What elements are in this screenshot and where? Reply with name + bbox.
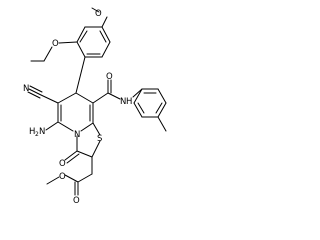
ester-carbonyl-oxygen: O [73, 196, 80, 206]
top-methoxy [91, 7, 108, 28]
cyano-nitrogen: N [23, 84, 29, 94]
amino-nitrogen: N [39, 127, 45, 137]
tolyl-ring [132, 88, 167, 132]
lactam-oxygen: O [59, 159, 66, 169]
molecule-structure: O O N O N H H 2 N N S O O O [0, 0, 177, 208]
structure-svg: O O N O N H H 2 N N S O O O [23, 7, 167, 206]
dimethoxyphenyl-ring [76, 26, 111, 58]
top-methoxy-oxygen: O [95, 9, 102, 19]
left-methoxy-oxygen: O [52, 39, 59, 49]
thiazolidinone-ring [64, 122, 101, 164]
amide-group [92, 79, 121, 104]
ester-side-chain [46, 156, 93, 196]
cyano-group [27, 85, 59, 104]
amino-subscript: 2 [35, 131, 39, 138]
pyrimidine-ring [57, 92, 94, 132]
amino-hydrogen: H [29, 127, 35, 137]
amide-nitrogen: N [120, 97, 126, 107]
amide-oxygen: O [106, 72, 113, 82]
ester-oxygen: O [59, 172, 66, 182]
amino-group [45, 121, 59, 131]
amide-hydrogen: H [126, 97, 132, 107]
aryl-link-bond [75, 56, 86, 94]
ring-sulfur: S [97, 134, 102, 144]
left-methoxy [30, 41, 78, 62]
ring-nitrogen: N [74, 130, 80, 140]
